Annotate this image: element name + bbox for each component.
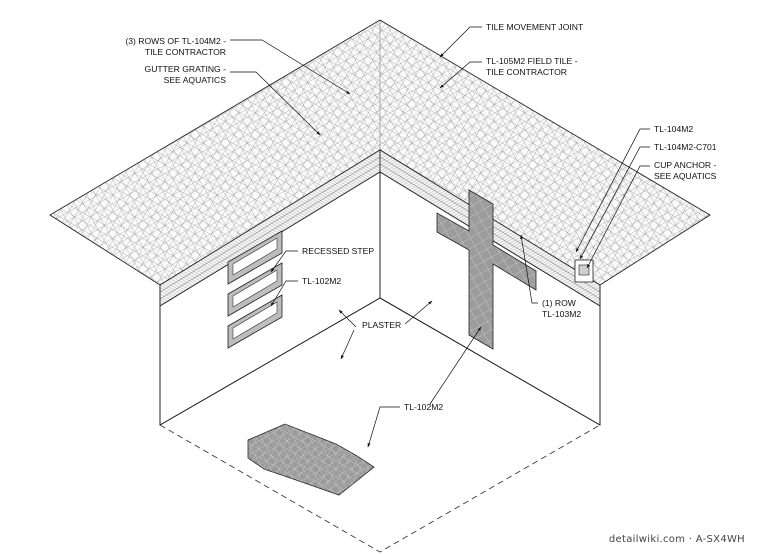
- label-tl104m2-c701: TL-104M2-C701: [654, 142, 717, 152]
- label-one-row-line2: TL-103M2: [542, 309, 581, 319]
- label-plaster: PLASTER: [362, 320, 401, 330]
- label-tl102m2-wall: TL-102M2: [302, 276, 341, 286]
- leader-lines: [230, 26, 650, 448]
- label-rows-tl104m2-line1: (3) ROWS OF TL-104M2 -: [125, 36, 226, 46]
- label-one-row-line1: (1) ROW: [542, 298, 577, 308]
- label-field-tile-line1: TL-105M2 FIELD TILE -: [486, 56, 578, 66]
- label-recessed-step: RECESSED STEP: [302, 246, 374, 256]
- floor-cross-tile: [247, 423, 375, 496]
- label-cup-anchor-line2: SEE AQUATICS: [654, 171, 717, 181]
- recessed-step-3: [227, 294, 283, 349]
- pool-floor-outline: [159, 297, 601, 553]
- annotation-labels: TILE MOVEMENT JOINT (3) ROWS OF TL-104M2…: [125, 22, 716, 412]
- label-tl102m2-floor: TL-102M2: [404, 402, 443, 412]
- recessed-steps: [227, 230, 283, 349]
- wall-cross-tile: [436, 189, 537, 350]
- recessed-step-1: [227, 230, 283, 285]
- label-cup-anchor-line1: CUP ANCHOR -: [654, 160, 717, 170]
- label-tl104m2: TL-104M2: [654, 124, 693, 134]
- label-field-tile-line2: TILE CONTRACTOR: [486, 67, 567, 77]
- recessed-step-2: [227, 262, 283, 317]
- watermark: detailwiki.com · A-SX4WH: [609, 534, 745, 545]
- label-gutter-grating-line2: SEE AQUATICS: [164, 75, 227, 85]
- label-rows-tl104m2-line2: TILE CONTRACTOR: [145, 47, 226, 57]
- label-tile-movement-joint: TILE MOVEMENT JOINT: [486, 22, 584, 32]
- cup-anchor-detail: [574, 259, 594, 283]
- label-gutter-grating-line1: GUTTER GRATING -: [145, 64, 227, 74]
